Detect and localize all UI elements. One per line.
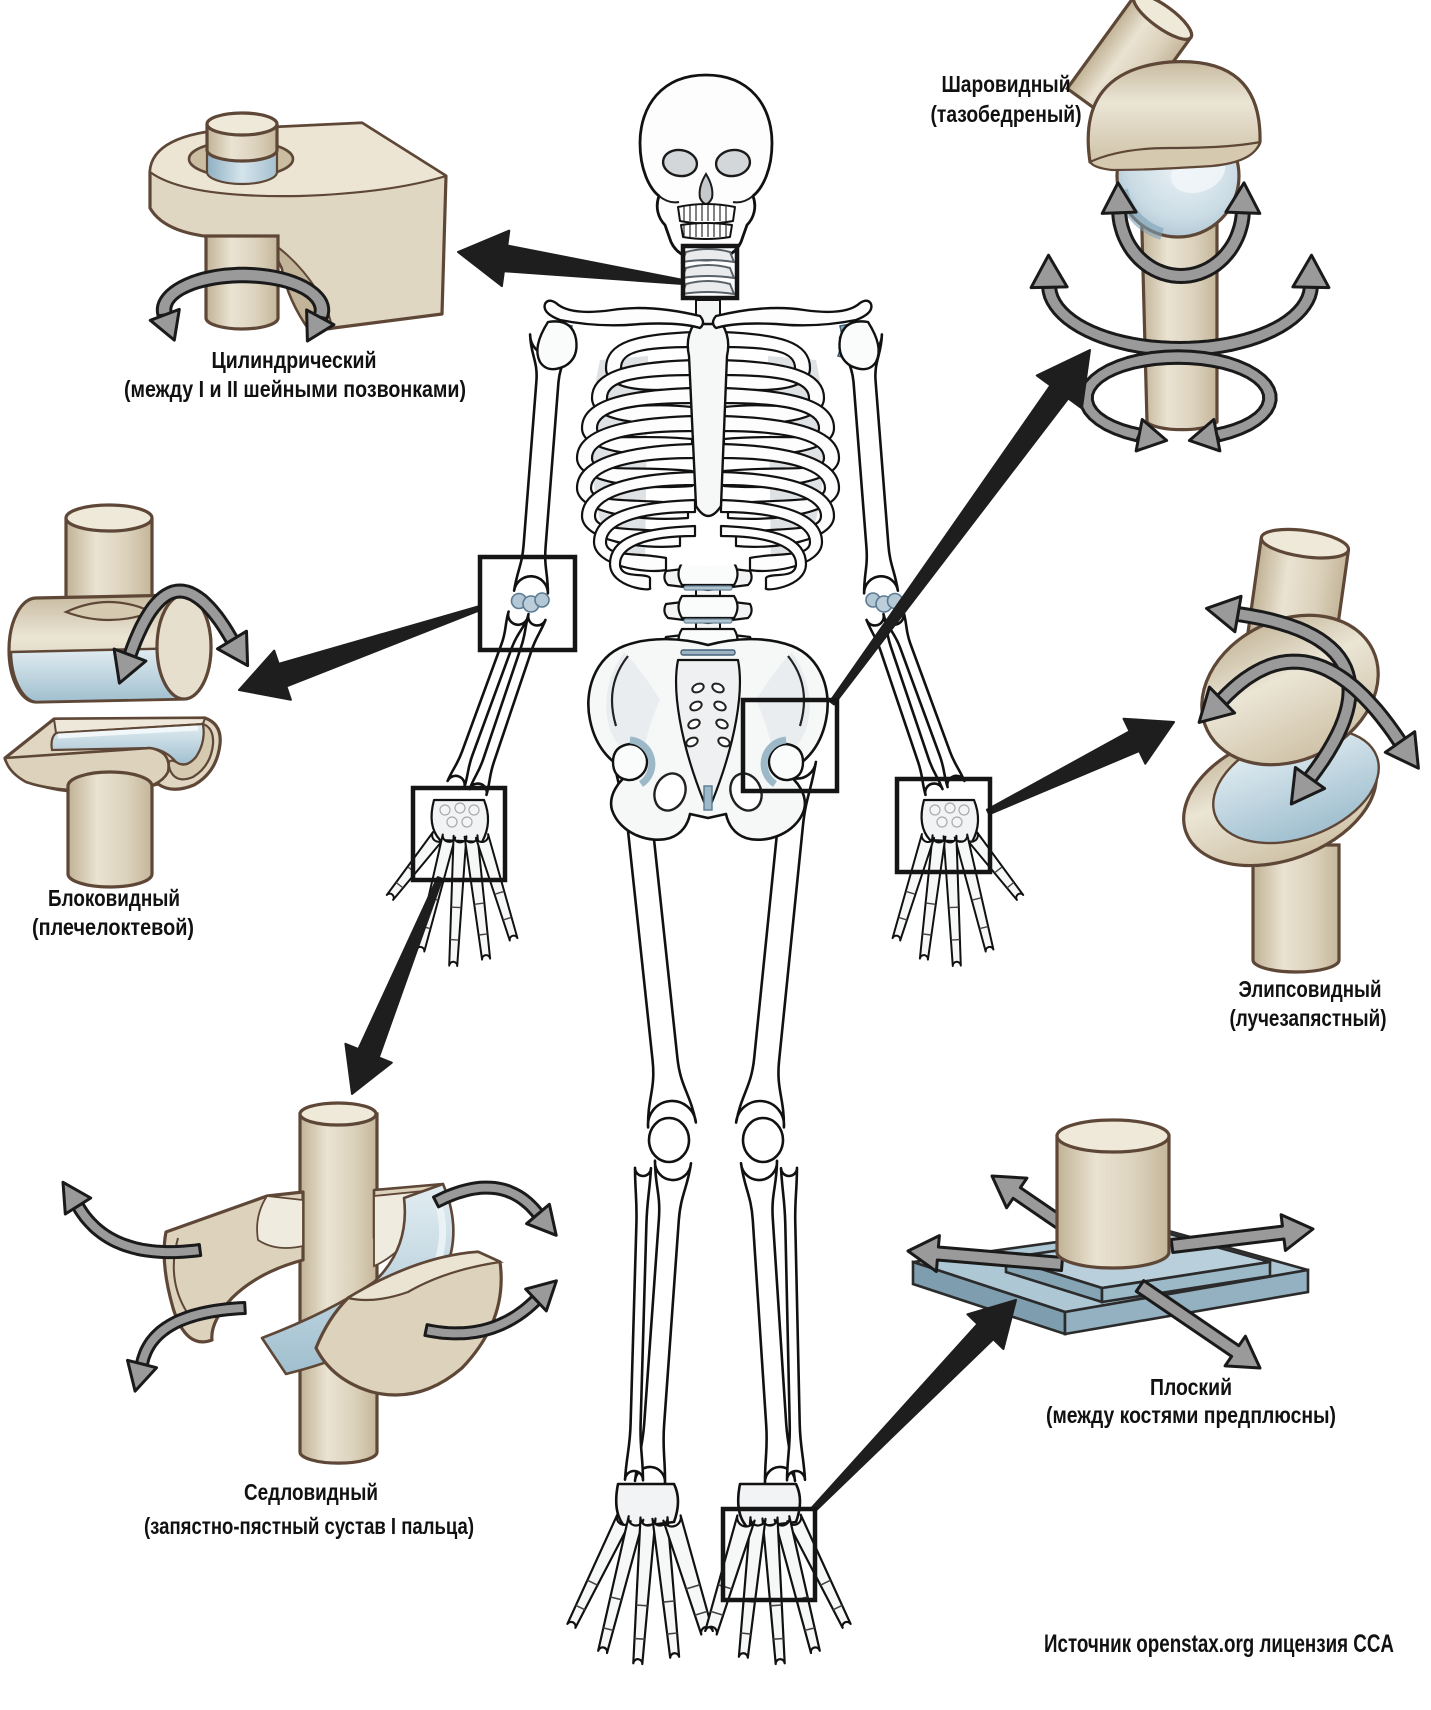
svg-text:(плечелоктевой): (плечелоктевой) — [32, 914, 194, 940]
svg-text:Шаровидный: Шаровидный — [942, 71, 1071, 97]
svg-text:(запястно-пястный сустав I пал: (запястно-пястный сустав I пальца) — [144, 1513, 474, 1539]
svg-text:(тазобедреный): (тазобедреный) — [931, 101, 1082, 127]
svg-text:Плоский: Плоский — [1150, 1374, 1232, 1400]
svg-text:Блоковидный: Блоковидный — [48, 885, 180, 911]
svg-text:(лучезапястный): (лучезапястный) — [1230, 1005, 1387, 1031]
svg-text:Цилиндрический: Цилиндрический — [212, 347, 377, 373]
svg-text:Элипсовидный: Элипсовидный — [1239, 976, 1382, 1002]
svg-text:Седловидный: Седловидный — [244, 1479, 378, 1505]
svg-text:(между I и II шейными позвонка: (между I и II шейными позвонками) — [124, 376, 466, 402]
svg-text:Источник openstax.org лицензия: Источник openstax.org лицензия CCA — [1044, 1630, 1394, 1658]
svg-text:(между костями предплюсны): (между костями предплюсны) — [1046, 1402, 1336, 1428]
